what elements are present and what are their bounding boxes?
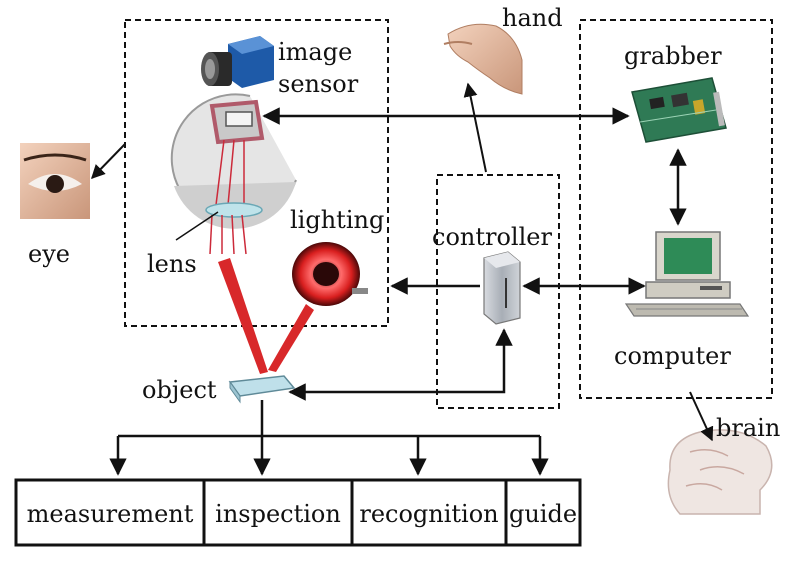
object-label: object: [142, 376, 217, 404]
arrow-controller-object: [288, 328, 513, 401]
arrow-controller-hand: [463, 82, 487, 173]
arrow-optics-eye: [91, 143, 126, 180]
arrow-computer-brain: [689, 391, 714, 442]
lighting-label: lighting: [290, 206, 384, 234]
laser-beam-left: [218, 258, 268, 374]
image-sensor-label-line1: image: [278, 38, 352, 66]
computer-label: computer: [614, 342, 731, 370]
output-label-recognition: recognition: [359, 500, 498, 528]
ring-light-icon: [292, 242, 368, 306]
eye-label: eye: [28, 240, 70, 268]
computer-group-box: [579, 19, 773, 399]
image-sensor-icon: [201, 36, 274, 88]
hand-label: hand: [502, 4, 563, 32]
image-sensor-label-line2: sensor: [278, 70, 359, 98]
eyeball-icon: [170, 93, 297, 255]
output-label-guide: guide: [509, 500, 577, 528]
grabber-label: grabber: [624, 42, 722, 70]
object-icon: [228, 375, 296, 404]
output-label-measurement: measurement: [27, 500, 194, 528]
brain-icon: [667, 429, 773, 515]
brain-label: brain: [716, 414, 780, 442]
controller-icon: [483, 251, 521, 325]
computer-icon: [624, 231, 750, 317]
laser-beam-right: [268, 304, 314, 372]
hand-icon: [443, 23, 523, 95]
grabber-card-icon: [631, 77, 727, 143]
optics-group-box: [124, 19, 389, 327]
output-box-recognition: [350, 478, 508, 547]
eye-photo-icon: [20, 143, 90, 219]
lens-label: lens: [147, 250, 197, 278]
controller-group-box: [436, 174, 560, 409]
output-box-guide: [504, 478, 582, 547]
lens-pointer-line: [175, 211, 219, 241]
output-label-inspection: inspection: [215, 500, 341, 528]
controller-label: controller: [432, 223, 552, 251]
